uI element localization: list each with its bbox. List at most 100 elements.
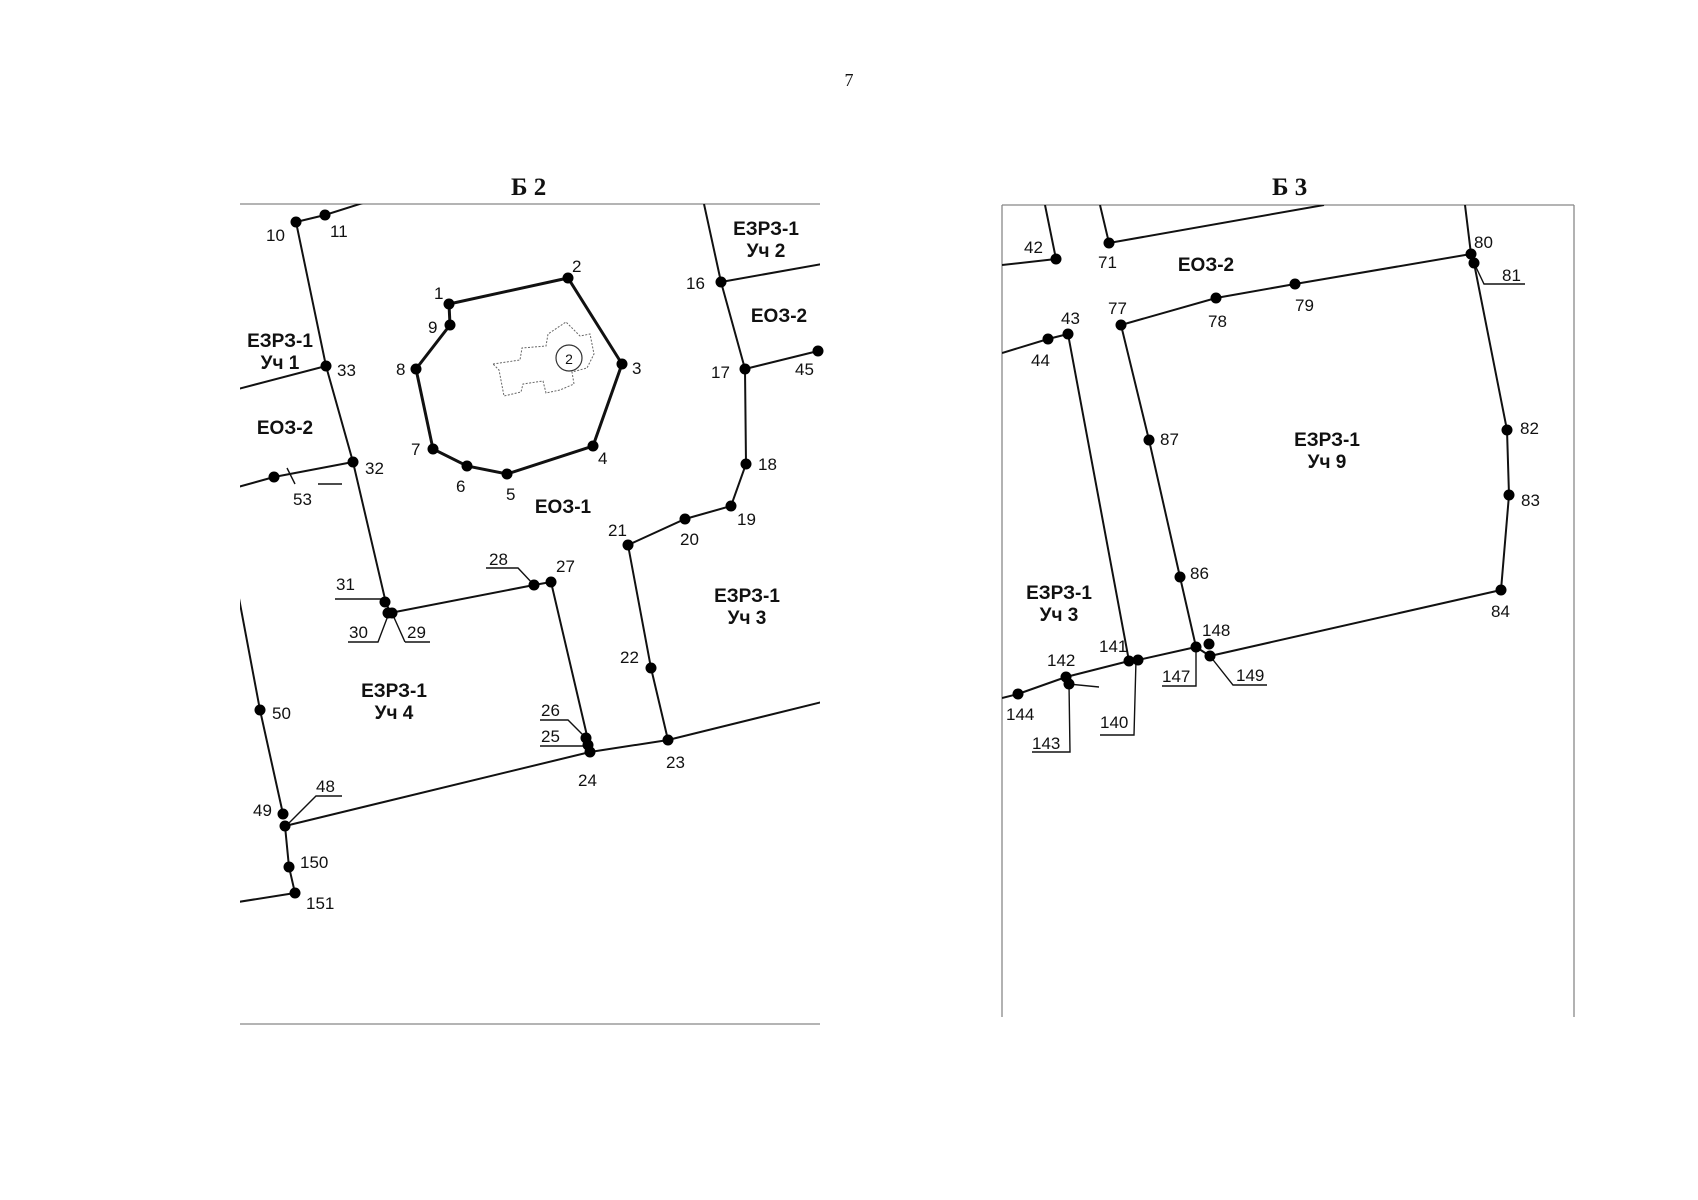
- survey-point-20: [679, 513, 691, 525]
- survey-point-9: [444, 319, 456, 331]
- point-label-6: 6: [456, 477, 465, 496]
- map-panel-b3: 42 43 44 71 77 78 79 80 81 82 83 84 86 8…: [1001, 204, 1575, 1017]
- point-label-83: 83: [1521, 491, 1540, 510]
- survey-point-3: [616, 358, 628, 370]
- survey-point-83: [1503, 489, 1515, 501]
- survey-point-140: [1132, 654, 1144, 666]
- survey-point-32: [347, 456, 359, 468]
- point-label-25: 25: [541, 727, 560, 746]
- zone-label-ezrz1-uch3-b3-sub: Уч 3: [1040, 605, 1079, 626]
- zone-label-ezrz1-uch3-sub: Уч 3: [728, 608, 767, 629]
- survey-point-2: [562, 272, 574, 284]
- point-label-45: 45: [795, 360, 814, 379]
- point-label-19: 19: [737, 510, 756, 529]
- point-label-49: 49: [253, 801, 272, 820]
- point-label-50: 50: [272, 704, 291, 723]
- zone-label-ezrz1-uch9-sub: Уч 9: [1308, 452, 1347, 473]
- zone-label-ezrz1-uch4-sub: Уч 4: [375, 703, 414, 724]
- point-label-77: 77: [1108, 299, 1127, 318]
- survey-point-150: [283, 861, 295, 873]
- survey-point-22: [645, 662, 657, 674]
- survey-point-18: [740, 458, 752, 470]
- point-label-24: 24: [578, 771, 597, 790]
- zone-label-ezrz1-uch4: ЕЗРЗ-1: [361, 681, 427, 702]
- survey-point-26: [580, 732, 592, 744]
- survey-point-4: [587, 440, 599, 452]
- point-label-10: 10: [266, 226, 285, 245]
- survey-point-141: [1123, 655, 1135, 667]
- point-label-79: 79: [1295, 296, 1314, 315]
- point-label-2: 2: [572, 257, 581, 276]
- survey-point-144: [1012, 688, 1024, 700]
- survey-point-79: [1289, 278, 1301, 290]
- point-label-3: 3: [632, 359, 641, 378]
- point-label-18: 18: [758, 455, 777, 474]
- survey-point-16: [715, 276, 727, 288]
- point-label-80: 80: [1474, 233, 1493, 252]
- survey-point-17: [739, 363, 751, 375]
- survey-point-28: [528, 579, 540, 591]
- panel-b2-point-labels: 1 2 3 4 5 6 7 8 9 10 11 16 17 18 19 20 2…: [253, 222, 814, 913]
- zone-label-eoz1: ЕОЗ-1: [535, 497, 592, 518]
- point-label-48: 48: [316, 777, 335, 796]
- point-label-141: 141: [1099, 637, 1127, 656]
- point-label-81: 81: [1502, 266, 1521, 285]
- point-label-82: 82: [1520, 419, 1539, 438]
- point-label-78: 78: [1208, 312, 1227, 331]
- survey-point-27: [545, 576, 557, 588]
- survey-point-80: [1465, 248, 1477, 260]
- panel-b2-frame: [240, 203, 820, 1025]
- zone-label-eoz2-b3: ЕОЗ-2: [1178, 255, 1234, 276]
- survey-point-143: [1063, 678, 1075, 690]
- point-label-84: 84: [1491, 602, 1510, 621]
- survey-point-44: [1042, 333, 1054, 345]
- point-label-42: 42: [1024, 238, 1043, 257]
- point-label-30: 30: [349, 623, 368, 642]
- point-label-20: 20: [680, 530, 699, 549]
- survey-point-45: [812, 345, 824, 357]
- point-label-87: 87: [1160, 430, 1179, 449]
- point-label-149: 149: [1236, 666, 1264, 685]
- point-label-143: 143: [1032, 734, 1060, 753]
- point-label-144: 144: [1006, 705, 1034, 724]
- survey-point-11: [319, 209, 331, 221]
- survey-point-53: [268, 471, 280, 483]
- map-panel-b2: 1 2 3 4 5 6 7 8 9 10 11 16 17 18 19 20 2…: [240, 203, 824, 1025]
- panel-b2-zone-labels: ЕЗРЗ-1 Уч 2 ЕЗРЗ-1 Уч 1 ЕОЗ-2 ЕОЗ-2 ЕОЗ-…: [247, 219, 807, 724]
- point-label-28: 28: [489, 550, 508, 569]
- point-label-140: 140: [1100, 713, 1128, 732]
- point-label-27: 27: [556, 557, 575, 576]
- panel-b3-leaders: [1032, 262, 1525, 753]
- point-label-31: 31: [336, 575, 355, 594]
- point-label-26: 26: [541, 701, 560, 720]
- panel-b2-points: [254, 209, 824, 899]
- panel-b3-zone-labels: ЕОЗ-2 ЕЗРЗ-1 Уч 9 ЕЗРЗ-1 Уч 3: [1026, 255, 1360, 626]
- survey-point-43: [1062, 328, 1074, 340]
- point-label-9: 9: [428, 318, 437, 337]
- zone-label-ezrz1-uch1: ЕЗРЗ-1: [247, 331, 313, 352]
- survey-point-81: [1468, 257, 1480, 269]
- panel-b3-point-labels: 42 43 44 71 77 78 79 80 81 82 83 84 86 8…: [1006, 233, 1540, 753]
- point-label-5: 5: [506, 485, 515, 504]
- survey-point-49: [277, 808, 289, 820]
- survey-point-78: [1210, 292, 1222, 304]
- survey-point-23: [662, 734, 674, 746]
- zone-label-eoz2-right: ЕОЗ-2: [751, 306, 807, 327]
- point-label-86: 86: [1190, 564, 1209, 583]
- point-label-4: 4: [598, 449, 607, 468]
- panel-title-b3: Б 3: [1272, 174, 1308, 201]
- survey-point-87: [1143, 434, 1155, 446]
- zone-label-ezrz1-uch9: ЕЗРЗ-1: [1294, 430, 1360, 451]
- point-label-1: 1: [434, 284, 443, 303]
- page-number: 7: [844, 70, 854, 90]
- point-label-21: 21: [608, 521, 627, 540]
- point-label-22: 22: [620, 648, 639, 667]
- survey-point-48: [279, 820, 291, 832]
- point-label-71: 71: [1098, 253, 1117, 272]
- point-label-8: 8: [396, 360, 405, 379]
- zone-label-ezrz1-uch1-sub: Уч 1: [261, 353, 300, 374]
- survey-point-19: [725, 500, 737, 512]
- survey-point-7: [427, 443, 439, 455]
- zone-label-eoz2-left: ЕОЗ-2: [257, 418, 313, 439]
- point-label-16: 16: [686, 274, 705, 293]
